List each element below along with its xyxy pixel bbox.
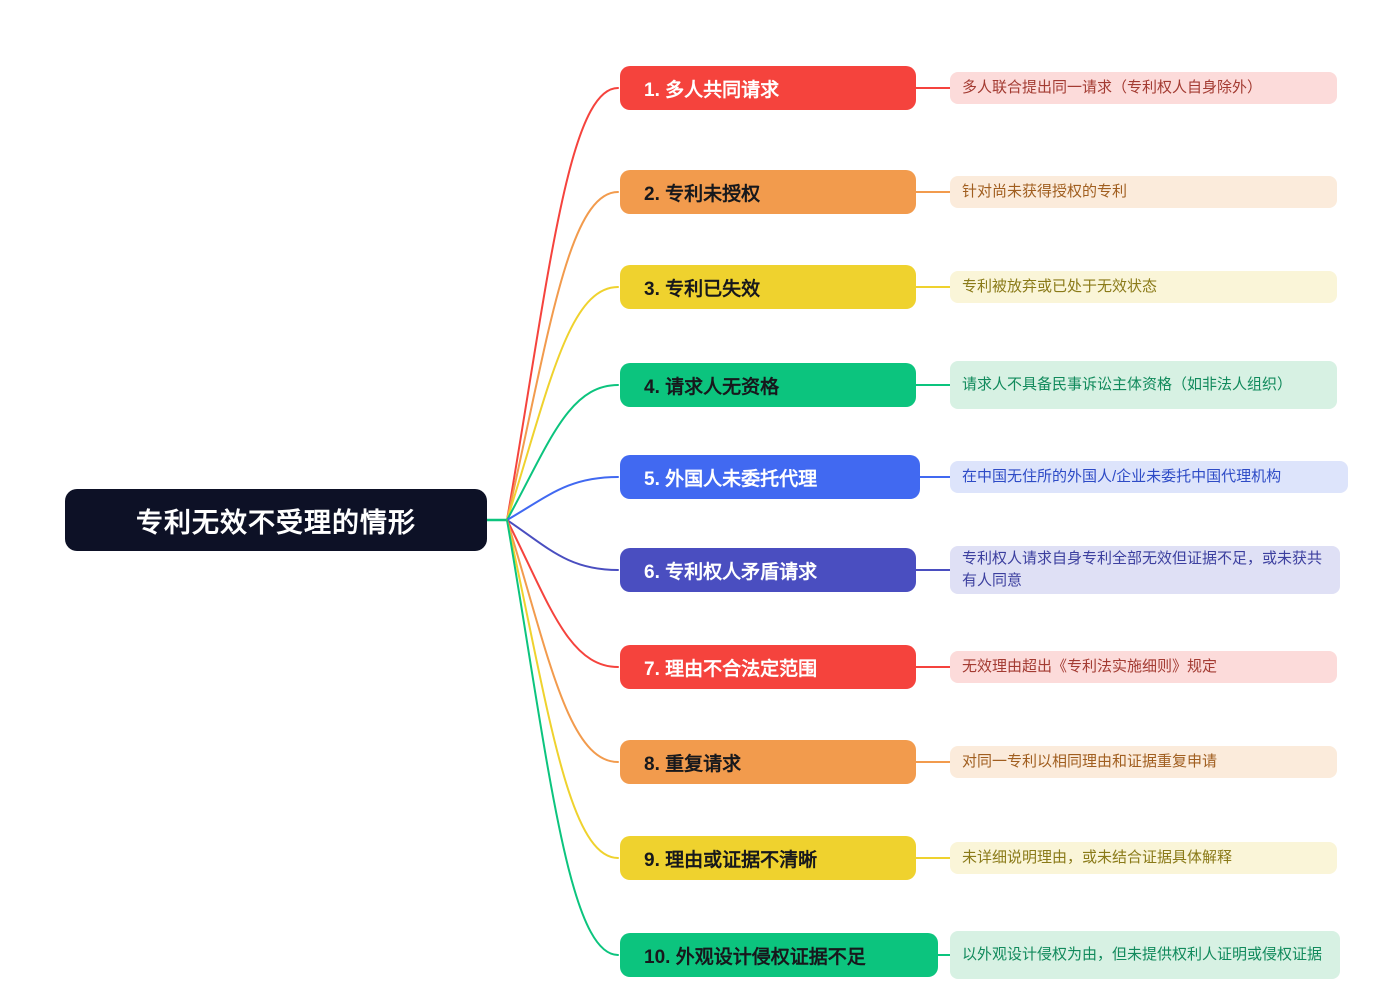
branch-desc-text: 在中国无住所的外国人/企业未委托中国代理机构 (962, 468, 1282, 486)
branch-node-label: 10. 外观设计侵权证据不足 (644, 946, 866, 968)
branch-node: 9. 理由或证据不清晰 (620, 836, 916, 880)
branch-desc-text: 专利权人请求自身专利全部无效但证据不足，或未获共有人同意 (962, 550, 1323, 589)
branch-desc-text: 请求人不具备民事诉讼主体资格（如非法人组织） (962, 376, 1293, 394)
branch-desc-text: 以外观设计侵权为由，但未提供权利人证明或侵权证据 (962, 946, 1323, 964)
branch-node: 5. 外国人未委托代理 (620, 455, 920, 499)
branch-desc-text: 无效理由超出《专利法实施细则》规定 (962, 658, 1218, 676)
branch-curve (506, 519, 619, 668)
node-desc-connector (916, 666, 950, 668)
branch-desc: 针对尚未获得授权的专利 (950, 176, 1337, 208)
branch-node-label: 3. 专利已失效 (644, 278, 761, 300)
branch-node: 7. 理由不合法定范围 (620, 645, 916, 689)
branch-desc: 专利权人请求自身专利全部无效但证据不足，或未获共有人同意 (950, 546, 1340, 594)
branch-curve (506, 519, 619, 956)
branch-curve (506, 87, 619, 521)
branch-node-label: 2. 专利未授权 (644, 183, 761, 205)
branch-desc: 请求人不具备民事诉讼主体资格（如非法人组织） (950, 361, 1337, 409)
node-desc-connector (938, 954, 950, 956)
branch-node: 4. 请求人无资格 (620, 363, 916, 407)
branch-desc-text: 针对尚未获得授权的专利 (962, 183, 1128, 201)
node-desc-connector (920, 476, 950, 478)
branch-desc-text: 对同一专利以相同理由和证据重复申请 (962, 753, 1218, 771)
branch-desc: 以外观设计侵权为由，但未提供权利人证明或侵权证据 (950, 931, 1340, 979)
branch-node-label: 4. 请求人无资格 (644, 376, 780, 398)
branch-desc: 未详细说明理由，或未结合证据具体解释 (950, 842, 1337, 874)
branch-curve (506, 476, 619, 521)
branch-desc-text: 未详细说明理由，或未结合证据具体解释 (962, 849, 1233, 867)
branch-desc: 对同一专利以相同理由和证据重复申请 (950, 746, 1337, 778)
central-topic-node: 专利无效不受理的情形 (65, 489, 487, 551)
node-desc-connector (916, 87, 950, 89)
branch-curve (506, 519, 619, 859)
branch-node-label: 5. 外国人未委托代理 (644, 468, 818, 490)
branch-node-label: 8. 重复请求 (644, 753, 742, 775)
node-desc-connector (916, 569, 950, 571)
central-topic-label: 专利无效不受理的情形 (136, 507, 416, 538)
branch-curve (506, 286, 619, 521)
branch-node-label: 6. 专利权人矛盾请求 (644, 561, 818, 583)
branch-node: 10. 外观设计侵权证据不足 (620, 933, 938, 977)
branch-curve (506, 191, 619, 521)
branch-node: 8. 重复请求 (620, 740, 916, 784)
branch-node: 2. 专利未授权 (620, 170, 916, 214)
branch-desc: 无效理由超出《专利法实施细则》规定 (950, 651, 1337, 683)
node-desc-connector (916, 384, 950, 386)
branch-node: 6. 专利权人矛盾请求 (620, 548, 916, 592)
branch-desc: 在中国无住所的外国人/企业未委托中国代理机构 (950, 461, 1348, 493)
branch-curve (506, 519, 619, 763)
branch-curve (506, 519, 619, 571)
branch-desc: 专利被放弃或已处于无效状态 (950, 271, 1337, 303)
branch-curve (506, 384, 619, 521)
node-desc-connector (916, 191, 950, 193)
branch-node: 3. 专利已失效 (620, 265, 916, 309)
node-desc-connector (916, 761, 950, 763)
node-desc-connector (916, 286, 950, 288)
branch-node-label: 7. 理由不合法定范围 (644, 658, 818, 680)
branch-node-label: 1. 多人共同请求 (644, 79, 780, 101)
branch-desc-text: 专利被放弃或已处于无效状态 (962, 278, 1158, 296)
branch-node-label: 9. 理由或证据不清晰 (644, 849, 818, 871)
branch-node: 1. 多人共同请求 (620, 66, 916, 110)
branch-desc-text: 多人联合提出同一请求（专利权人自身除外） (962, 79, 1263, 97)
node-desc-connector (916, 857, 950, 859)
branch-desc: 多人联合提出同一请求（专利权人自身除外） (950, 72, 1337, 104)
